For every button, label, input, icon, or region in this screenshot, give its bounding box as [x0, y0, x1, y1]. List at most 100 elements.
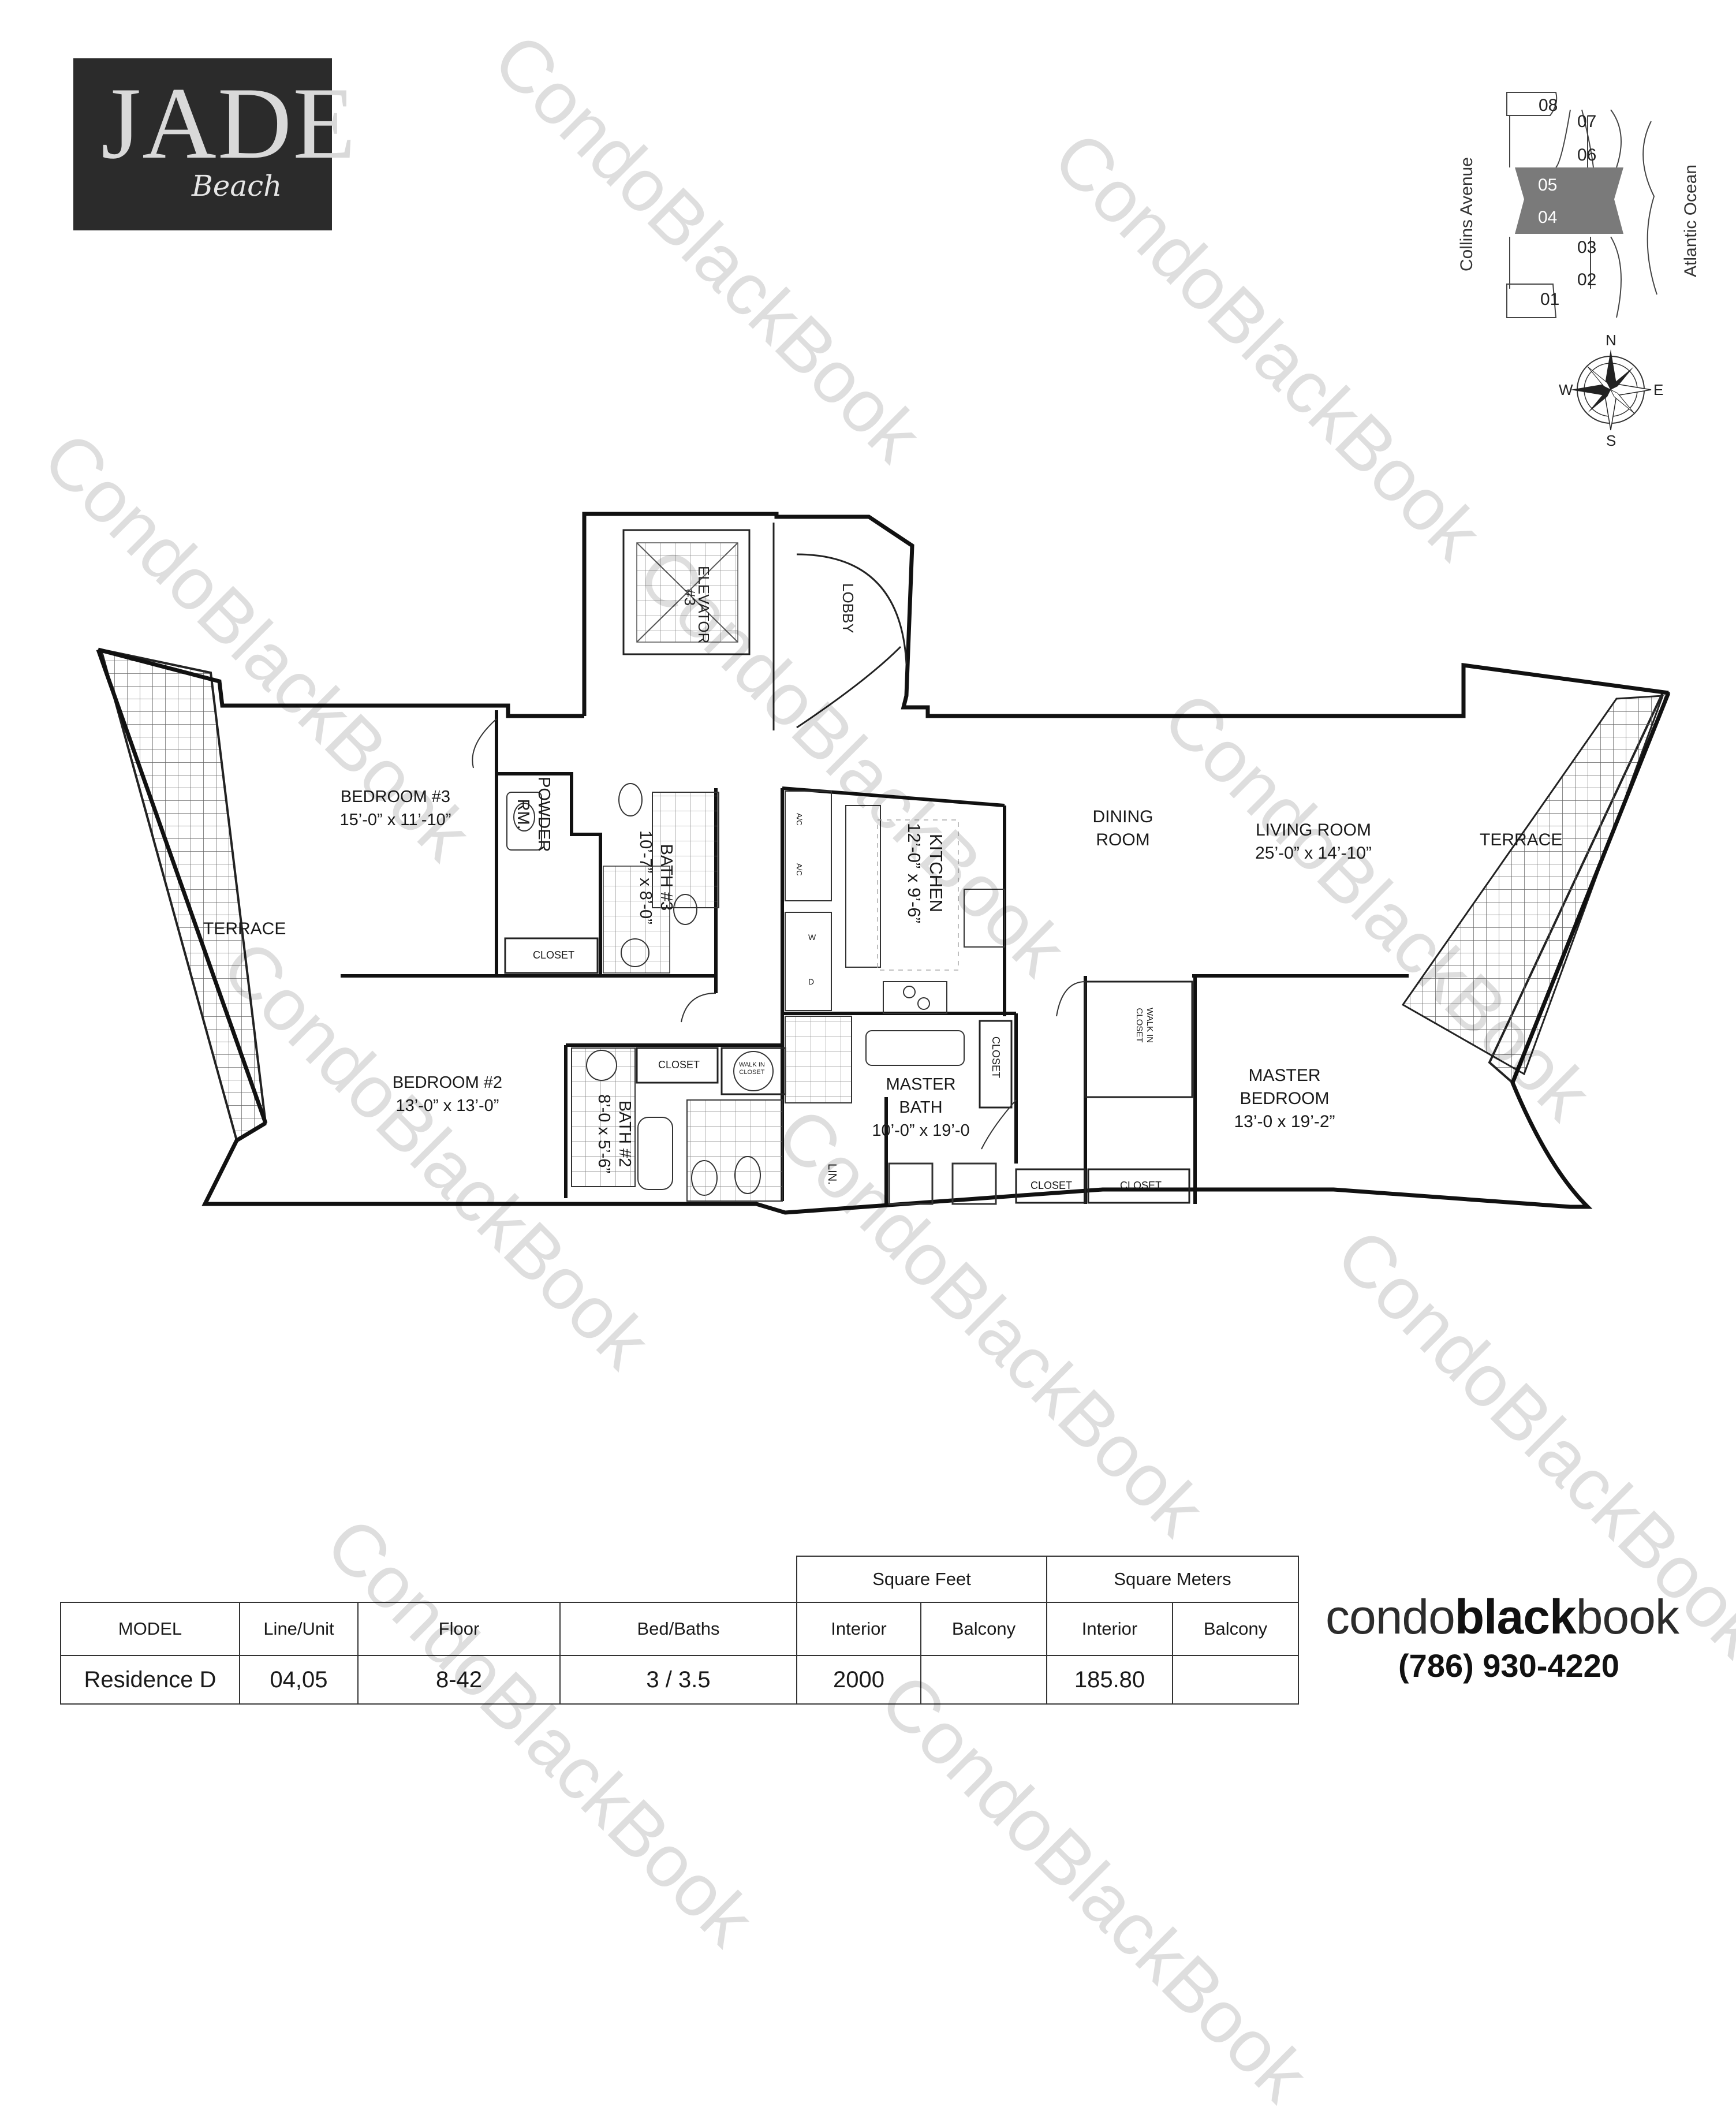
- powder-line1: POWDER: [535, 777, 553, 852]
- linen-label: LIN.: [826, 1164, 838, 1185]
- jade-beach-logo: JADE Beach: [73, 58, 356, 230]
- closet-master-2: [1087, 1168, 1190, 1204]
- closet-master-2-label: CLOSET: [1120, 1180, 1162, 1191]
- dining-line1: DINING: [1092, 807, 1153, 826]
- keyplan-outline: [1555, 109, 1594, 168]
- elevator-number: #3: [681, 589, 699, 606]
- closet-master-1-label: CLOSET: [1031, 1180, 1073, 1191]
- master-bedroom-line2: BEDROOM: [1240, 1089, 1330, 1108]
- room-label-dining: DINING ROOM: [1080, 806, 1166, 852]
- door-bedroom2: [681, 993, 716, 1023]
- bath2-shower: [686, 1099, 783, 1202]
- bedroom3-name: BEDROOM #3: [340, 788, 451, 806]
- powder-sink-icon: [506, 792, 542, 851]
- keyplan-unit-shape: [1506, 284, 1557, 318]
- ac1-label: A/C: [795, 813, 804, 826]
- bath3-sink-icon: [621, 938, 649, 967]
- ac-units: [785, 790, 832, 901]
- logo-sub-text: Beach: [192, 169, 282, 203]
- watermark: CondoBlackBook: [864, 1658, 1324, 2117]
- value-sqft-balcony: [920, 1655, 1047, 1705]
- master-bedroom-dims: 13’-0 x 19’-2”: [1234, 1112, 1335, 1131]
- group-square-feet: Square Feet: [796, 1556, 1047, 1603]
- compass-s: S: [1606, 432, 1616, 449]
- keyplan-shoreline: [1642, 121, 1657, 295]
- brand-part-3: book: [1576, 1590, 1679, 1644]
- keyplan-unit-04: [1515, 199, 1623, 234]
- keyplan-outline: [1610, 109, 1622, 318]
- room-label-master-bedroom: MASTER BEDROOM 13’-0 x 19’-2”: [1207, 1064, 1362, 1133]
- lobby-walls: [772, 523, 908, 730]
- keyplan-unit-shape: [1506, 92, 1558, 116]
- closet-bedroom2-label: CLOSET: [658, 1059, 700, 1071]
- condoblackbook-logo: condoblackbook: [1326, 1589, 1679, 1645]
- master-bath-line1: MASTER: [886, 1075, 956, 1094]
- keyplan-label-05: 05: [1538, 176, 1557, 195]
- floor-plan-page: JADE Beach 08 07 06 05 04 03 02 01 Colli…: [27, 18, 1736, 2117]
- keyplan-label-06: 06: [1577, 146, 1596, 165]
- closet-bedroom2: [636, 1047, 719, 1084]
- master-tub-icon: [865, 1030, 965, 1066]
- closet-master-bath-label: CLOSET: [990, 1036, 1002, 1079]
- door-master-bedroom: [1056, 981, 1086, 1017]
- kitchen-counter-west: [845, 805, 881, 968]
- walkin-master-line2: CLOSET: [1134, 1008, 1144, 1043]
- master-shower: [785, 1016, 852, 1103]
- room-label-powder: POWDER RM.: [513, 777, 554, 852]
- room-label-bedroom3: BEDROOM #3 15’-0” x 11’-10”: [294, 785, 496, 831]
- value-sqm-interior: 185.80: [1046, 1655, 1173, 1705]
- ac2-label: A/C: [795, 863, 804, 876]
- bath3-toilet-icon: [673, 894, 697, 925]
- elevator-cross: [636, 542, 738, 643]
- room-label-bath3: BATH #3 10’-7” x 8’-0”: [635, 830, 677, 924]
- room-label-master-bath: MASTER BATH 10’-0” x 19’-0: [860, 1073, 981, 1142]
- brand-part-1: condo: [1326, 1590, 1455, 1644]
- kitchen-island: [877, 819, 959, 971]
- header-sqft-balcony: Balcony: [920, 1602, 1047, 1656]
- header-floor: Floor: [357, 1602, 561, 1656]
- header-sqm-balcony: Balcony: [1172, 1602, 1299, 1656]
- walkin-master-label: WALK IN CLOSET: [1134, 1008, 1155, 1043]
- compass-n: N: [1606, 331, 1616, 349]
- exterior-walls: [96, 512, 1671, 1215]
- master-bath-line2: BATH: [899, 1098, 943, 1117]
- burner-icon: [903, 986, 916, 998]
- keyplan-unit-05: [1515, 167, 1623, 199]
- master-vanity-left: [888, 1162, 934, 1205]
- keyplan-label-04: 04: [1538, 208, 1557, 227]
- value-floor: 8-42: [357, 1655, 561, 1705]
- compass-e: E: [1653, 381, 1663, 398]
- closet-master-bath: [979, 1020, 1013, 1109]
- walkin-master-line1: WALK IN: [1145, 1008, 1155, 1043]
- header-bed-baths: Bed/Baths: [559, 1602, 797, 1656]
- bath3-name: BATH #3: [657, 844, 675, 911]
- powder-sink-bowl-icon: [513, 803, 535, 831]
- terrace-west-label: TERRACE: [203, 919, 286, 938]
- elevator-label: ELEVATOR: [695, 566, 712, 643]
- master-bath-dims: 10’-0” x 19’-0: [872, 1121, 970, 1140]
- spec-table: Square Feet Square Meters MODEL Line/Uni…: [60, 1556, 1299, 1705]
- washer-dryer: [785, 912, 832, 1011]
- closet-master-1: [1015, 1168, 1087, 1204]
- closet-bedroom3-label: CLOSET: [533, 949, 575, 961]
- dryer-label: D: [808, 977, 815, 986]
- value-sqft-interior: 2000: [796, 1655, 921, 1705]
- elevator-3: [622, 529, 751, 655]
- master-vanity-right: [951, 1162, 997, 1205]
- living-dims: 25’-0” x 14’-10”: [1255, 844, 1372, 863]
- bath3-floor: [603, 866, 670, 974]
- room-label-living: LIVING ROOM 25’-0” x 14’-10”: [1224, 819, 1403, 865]
- room-label-bedroom2: BEDROOM #2 13’-0” x 13’-0”: [346, 1071, 548, 1117]
- group-square-meters: Square Meters: [1046, 1556, 1299, 1603]
- keyplan-label-08: 08: [1539, 96, 1558, 115]
- value-bed-baths: 3 / 3.5: [559, 1655, 797, 1705]
- bath2-sink-icon: [586, 1050, 617, 1081]
- keyplan-label-03: 03: [1577, 238, 1596, 257]
- burner-icon: [917, 997, 930, 1010]
- bedroom2-name: BEDROOM #2: [392, 1073, 503, 1092]
- terrace-east-label: TERRACE: [1480, 830, 1563, 849]
- keyplan-outline: [1509, 237, 1591, 289]
- kitchen-name: KITCHEN: [926, 833, 946, 913]
- value-line-unit: 04,05: [239, 1655, 359, 1705]
- door-master-bath: [981, 1099, 1017, 1150]
